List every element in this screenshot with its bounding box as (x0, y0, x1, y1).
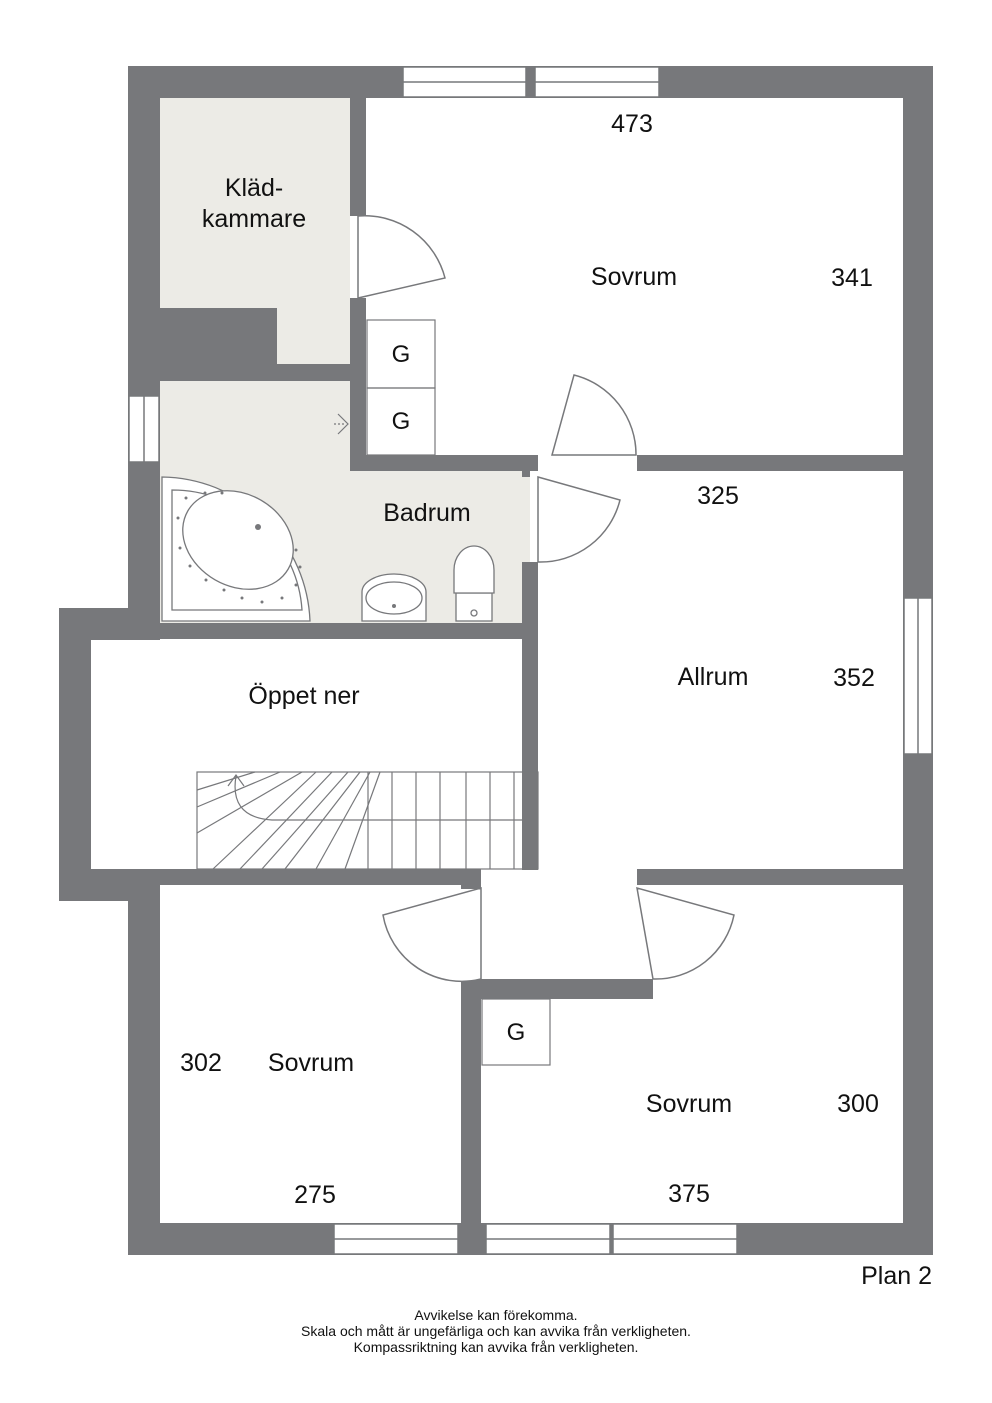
dim-family-room-depth: 352 (833, 664, 875, 692)
closets (366, 319, 551, 1066)
wall-allrum-bottom (637, 869, 903, 885)
sink-drain (392, 604, 396, 608)
label-open-below: Öppet ner (248, 682, 359, 710)
wall-top (128, 66, 933, 98)
label-family-room: Allrum (678, 663, 749, 691)
closet-3 (481, 998, 551, 1066)
wall-bedrooms-divider (461, 979, 481, 1255)
door-bedroom-top (551, 374, 637, 456)
wall-open-bottom (91, 869, 481, 885)
disclaimer-line-2: Skala och mått är ungefärliga och kan av… (301, 1323, 691, 1339)
closet-2 (366, 387, 436, 456)
wall-left-lower (128, 885, 160, 1255)
closet-label-3: G (507, 1019, 526, 1046)
label-bedroom-top: Sovrum (591, 263, 677, 291)
toilet-bowl (453, 545, 495, 594)
bathroom-fixtures (161, 476, 495, 622)
dimension-labels: 473 341 325 352 302 275 300 375 (180, 110, 879, 1209)
disclaimer-line-3: Kompassriktning kan avvika från verkligh… (353, 1339, 639, 1355)
bathtub-basin (182, 490, 294, 590)
plan-name: Plan 2 (861, 1262, 932, 1290)
sink (361, 573, 427, 622)
floor-drain-mark (334, 413, 349, 435)
room-labels: Kläd- kammare Sovrum Badrum Öppet ner Al… (202, 174, 749, 1118)
doors (357, 214, 735, 983)
wall-corridor-bottom (461, 979, 653, 999)
wall-wardrobe-right-a (350, 98, 366, 216)
disclaimer-line-1: Avvikelse kan förekomma. (414, 1307, 578, 1323)
sink-bowl (365, 581, 423, 615)
stair-direction-arrow (234, 775, 538, 821)
closet-labels: G G G (392, 341, 526, 1046)
bathtub-drain (255, 524, 261, 530)
wall-closet-top (366, 455, 538, 471)
label-wardrobe-2: kammare (202, 205, 306, 233)
dim-bedroom-right-depth: 300 (837, 1090, 879, 1118)
dim-bedroom-left-depth: 302 (180, 1049, 222, 1077)
door-bathroom (537, 476, 621, 563)
wall-bath-right-top (522, 471, 530, 477)
wall-left-upper (128, 66, 160, 608)
dim-bedroom-left-width: 275 (294, 1181, 336, 1209)
closet-label-1: G (392, 341, 411, 368)
toilet-flush (470, 609, 478, 617)
wall-bath-right (522, 562, 538, 870)
wall-wardrobe-bath (160, 364, 366, 381)
dim-bedroom-top-width: 473 (611, 110, 653, 138)
dim-bedroom-top-depth: 341 (831, 264, 873, 292)
label-bathroom: Badrum (383, 499, 471, 527)
bathtub-jets (176, 491, 302, 604)
windows (128, 66, 933, 1255)
toilet-tank (455, 592, 493, 622)
dim-family-room-width: 325 (697, 482, 739, 510)
staircase (196, 771, 539, 870)
label-bedroom-left: Sovrum (268, 1049, 354, 1077)
disclaimer: Avvikelse kan förekomma. Skala och mått … (0, 1307, 992, 1355)
label-bedroom-right: Sovrum (646, 1090, 732, 1118)
wardrobe-floor (160, 98, 350, 364)
wall-bedroom-bottom (637, 455, 903, 471)
door-bedroom-right (636, 886, 735, 980)
wardrobe-notch (160, 308, 277, 364)
wall-corridor-left (461, 869, 481, 889)
dim-bedroom-right-width: 375 (668, 1180, 710, 1208)
wall-open-top (91, 623, 538, 639)
bump-left (59, 608, 91, 901)
label-wardrobe-1: Kläd- (225, 174, 283, 202)
door-wardrobe (357, 214, 446, 299)
wall-wardrobe-right-b (350, 298, 366, 471)
closet-label-2: G (392, 408, 411, 435)
door-bedroom-left (382, 887, 482, 983)
